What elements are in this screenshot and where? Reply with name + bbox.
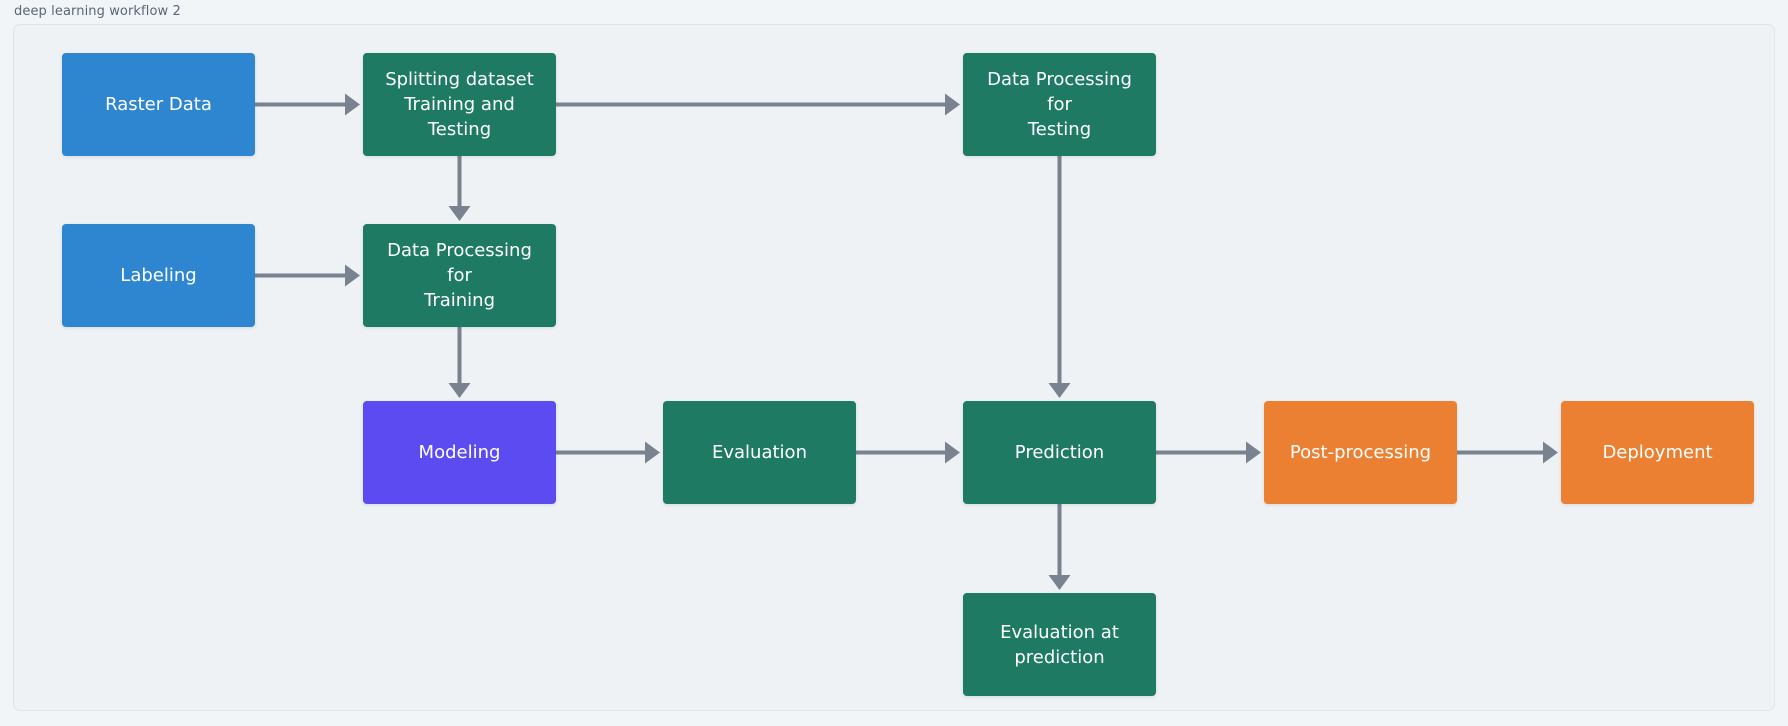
arrow-splitting-dataset-to-data-processing-training — [448, 156, 471, 221]
node-post-processing[interactable]: Post-processing — [1264, 401, 1457, 504]
node-label: Data Processing for Testing — [987, 69, 1132, 140]
node-labeling[interactable]: Labeling — [62, 224, 255, 327]
arrow-data-processing-training-to-modeling — [448, 327, 471, 398]
arrow-data-processing-testing-to-prediction — [1048, 156, 1071, 398]
node-modeling[interactable]: Modeling — [363, 401, 556, 504]
arrow-modeling-to-evaluation — [556, 441, 660, 464]
node-label: Data Processing for Training — [387, 240, 532, 311]
node-label: Evaluation — [712, 442, 807, 463]
node-splitting-dataset[interactable]: Splitting dataset Training and Testing — [363, 53, 556, 156]
node-data-processing-testing[interactable]: Data Processing for Testing — [963, 53, 1156, 156]
node-evaluation[interactable]: Evaluation — [663, 401, 856, 504]
node-label: Splitting dataset Training and Testing — [385, 69, 534, 140]
node-evaluation-at-prediction[interactable]: Evaluation at prediction — [963, 593, 1156, 696]
edge-layer — [255, 93, 1558, 590]
node-label: Prediction — [1014, 442, 1105, 463]
node-deployment[interactable]: Deployment — [1561, 401, 1754, 504]
arrow-prediction-to-evaluation-at-prediction — [1048, 504, 1071, 590]
arrow-labeling-to-data-processing-training — [255, 264, 360, 287]
node-label: Deployment — [1602, 442, 1713, 463]
node-data-processing-training[interactable]: Data Processing for Training — [363, 224, 556, 327]
arrow-splitting-dataset-to-data-processing-testing — [556, 93, 960, 116]
arrow-raster-data-to-splitting-dataset — [255, 93, 360, 116]
node-label: Raster Data — [105, 94, 212, 115]
node-label: Labeling — [120, 265, 197, 286]
page-title: deep learning workflow 2 — [14, 4, 181, 19]
node-label: Evaluation at prediction — [1000, 621, 1119, 668]
arrow-prediction-to-post-processing — [1156, 441, 1261, 464]
node-raster-data[interactable]: Raster Data — [62, 53, 255, 156]
arrow-evaluation-to-prediction — [856, 441, 960, 464]
node-label: Post-processing — [1289, 442, 1432, 463]
diagram-canvas[interactable]: Raster Data Splitting dataset Training an… — [13, 24, 1775, 711]
arrow-post-processing-to-deployment — [1457, 441, 1558, 464]
node-label: Modeling — [418, 442, 501, 463]
node-prediction[interactable]: Prediction — [963, 401, 1156, 504]
